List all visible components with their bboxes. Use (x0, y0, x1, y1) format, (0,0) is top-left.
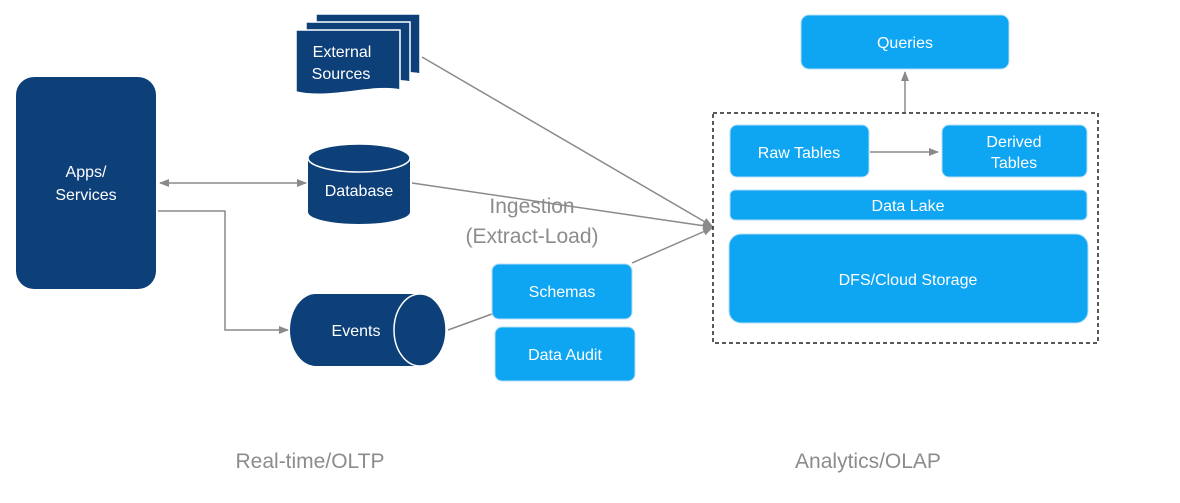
olap-boundary (712, 112, 1099, 344)
events-schemas-line (447, 313, 493, 331)
raw-tables-node[interactable]: Raw Tables (729, 124, 870, 178)
events-label: Events (332, 323, 381, 340)
ingestion-label-line2: (Extract-Load) (465, 225, 598, 248)
external-sources-label-line1: External (313, 44, 372, 61)
external-sources-label-line2: Sources (312, 66, 371, 83)
dfs-cloud-storage-label: DFS/Cloud Storage (839, 272, 978, 289)
apps-services-label-line2: Services (55, 187, 116, 204)
external-sources-ingestion-arrow (421, 56, 713, 227)
queries-label: Queries (877, 35, 933, 52)
schemas-node[interactable]: Schemas (491, 263, 633, 320)
schemas-label: Schemas (529, 284, 596, 301)
database-node[interactable]: Database (307, 143, 411, 224)
data-audit-node[interactable]: Data Audit (494, 326, 636, 382)
connectors (158, 56, 939, 334)
derived-tables-node[interactable]: Derived Tables (941, 124, 1088, 178)
apps-events-arrow (158, 210, 289, 334)
queries-node[interactable]: Queries (800, 14, 1010, 70)
data-audit-label: Data Audit (528, 347, 602, 364)
data-lake-label: Data Lake (872, 198, 945, 215)
apps-services-label-line1: Apps/ (66, 164, 107, 181)
derived-tables-label-line1: Derived (986, 134, 1041, 151)
database-ingestion-arrow (411, 182, 713, 230)
schemas-ingestion-arrow (631, 227, 713, 264)
dfs-cloud-storage-node[interactable]: DFS/Cloud Storage (728, 233, 1089, 324)
ingestion-label: Ingestion (Extract-Load) (465, 195, 598, 248)
derived-tables-label-line2: Tables (991, 155, 1037, 172)
ingestion-label-line1: Ingestion (489, 195, 574, 218)
oltp-caption: Real-time/OLTP (236, 450, 385, 473)
events-node[interactable]: Events (290, 293, 447, 367)
data-lake-node[interactable]: Data Lake (729, 189, 1088, 221)
external-sources-node[interactable]: External Sources (295, 13, 421, 96)
database-label: Database (325, 183, 394, 200)
olap-caption: Analytics/OLAP (795, 450, 941, 473)
raw-tables-label: Raw Tables (758, 145, 840, 162)
apps-services-node[interactable]: Apps/ Services (16, 77, 156, 289)
